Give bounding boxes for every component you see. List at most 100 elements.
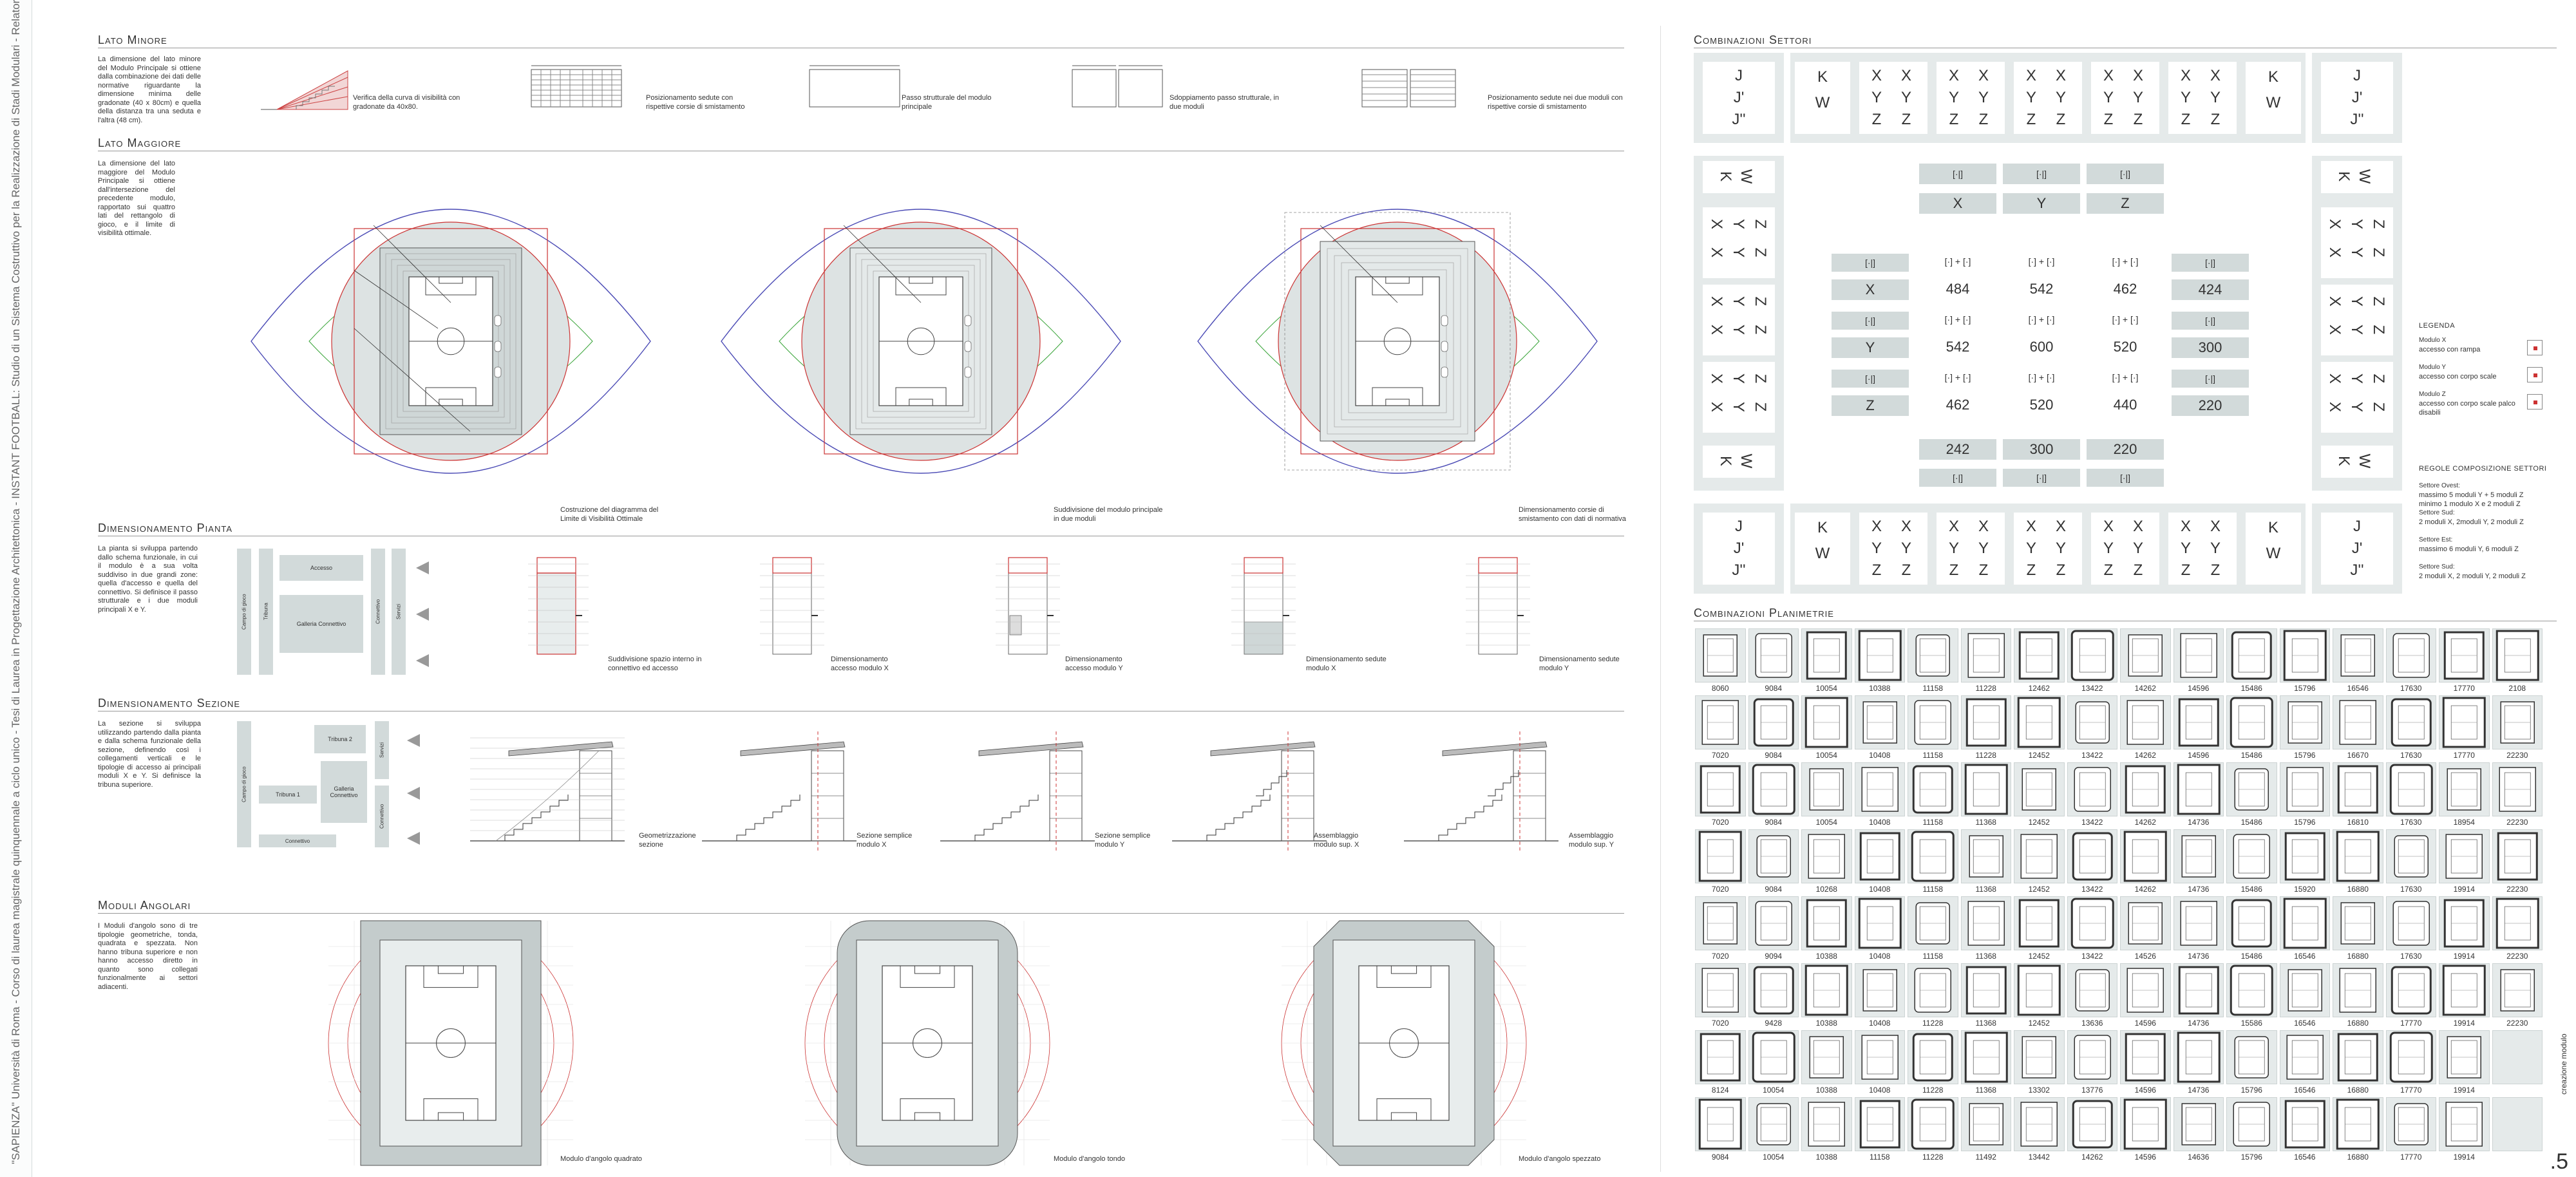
sector-cell — [2168, 62, 2237, 134]
sector-letter: W — [2356, 453, 2373, 469]
plan-capacity-label: 16546 — [2294, 1153, 2316, 1162]
module-icon-row: [·|] — [1832, 312, 1909, 330]
plan-thumbnail — [2279, 963, 2330, 1017]
sector-letter: K — [2268, 68, 2278, 86]
sector-cell — [2014, 513, 2082, 585]
stadium-plan-icon — [2500, 969, 2535, 1012]
plan-thumbnail — [2439, 1097, 2490, 1151]
caption-section-y: Sezione semplice modulo Y — [1095, 832, 1151, 849]
sector-letter: Y — [2180, 89, 2191, 106]
sector-letter: Y — [2103, 89, 2114, 106]
module-icon — [2527, 394, 2543, 410]
stadium-plan-icon — [2443, 899, 2485, 948]
plan-capacity-label: 10408 — [1869, 885, 1891, 894]
plan-thumbnail — [2279, 1030, 2330, 1084]
schema-galleria: Galleria Connettivo — [321, 761, 367, 823]
stadium-plan-icon — [2443, 631, 2485, 680]
plan-capacity-label: 17630 — [2400, 885, 2422, 894]
plan-capacity-label: 10408 — [1869, 751, 1891, 760]
caption-section-geometry: Geometrizzazione sezione — [639, 832, 696, 849]
plan-capacity-label: 17770 — [2453, 751, 2475, 760]
sector-letter: X — [2103, 518, 2114, 535]
stadium-plan-icon — [2233, 834, 2270, 879]
caption-aisle-dimension: Dimensionamento corsie di smistamento co… — [1519, 506, 1626, 523]
schema-sedute: Tribuna — [259, 549, 273, 675]
plan-capacity-label: 11158 — [1922, 885, 1944, 894]
lato-maggiore-text: La dimensione del lato maggiore del Modu… — [98, 160, 175, 237]
caption-seats-two-modules: Posizionamento sedute nei due moduli con… — [1488, 94, 1623, 111]
sector-letter: Y — [1871, 540, 1882, 557]
sector-letter: X — [2055, 518, 2066, 535]
plan-capacity-label: 14636 — [2188, 1153, 2210, 1162]
sum-value: 600 — [2029, 339, 2054, 355]
sector-letter: Z — [1949, 561, 1959, 579]
plan-thumbnail — [1854, 963, 1905, 1017]
plan-capacity-label: 8060 — [1711, 684, 1729, 693]
plan-capacity-label: 22230 — [2506, 751, 2528, 760]
plan-thumbnail — [2333, 695, 2383, 749]
sum-value: 542 — [2029, 281, 2054, 297]
sum-value: 440 — [2113, 397, 2137, 413]
module-icon — [2527, 367, 2543, 382]
sector-side-cell — [2321, 207, 2393, 278]
plan-thumbnail — [2226, 1030, 2277, 1084]
caption-visibility: Verifica della curva di visibilità con g… — [353, 94, 460, 111]
sector-letter: Y — [2132, 89, 2143, 106]
stadium-plan-icon — [2233, 1102, 2270, 1147]
plan-capacity-label: 15796 — [2294, 751, 2316, 760]
sector-letter: K — [2268, 519, 2278, 536]
module-icon-bottom: [·|] — [2003, 469, 2080, 487]
sector-letter: Z — [2056, 561, 2066, 579]
caption-corner-square: Modulo d'angolo quadrato — [560, 1155, 642, 1163]
plan-thumbnail — [1748, 963, 1799, 1017]
stadium-plan-icon — [2180, 901, 2217, 946]
plan-capacity-label: 13422 — [2081, 818, 2103, 827]
plan-thumbnail — [2439, 963, 2490, 1017]
plan-thumbnail — [1854, 1097, 1905, 1151]
sector-letter: Y — [2348, 218, 2365, 229]
stadium-plan-icon — [1912, 765, 1953, 814]
plan-thumbnail — [2279, 762, 2330, 816]
stadium-plan-icon — [1756, 835, 1791, 878]
sector-cell — [1795, 62, 1850, 134]
plan-capacity-label: 19914 — [2453, 1086, 2475, 1095]
sector-letter: Z — [2133, 561, 2143, 579]
plan-thumbnail — [2333, 1097, 2383, 1151]
plan-capacity-label: 9084 — [1765, 684, 1783, 693]
sector-letter: K — [2335, 455, 2353, 466]
sector-side-cell — [1703, 362, 1775, 433]
corner-letter: J' — [2351, 89, 2363, 106]
sector-letter: Z — [2210, 561, 2221, 579]
stadium-plan-icon — [2496, 630, 2539, 681]
stadium-plan-icon — [1861, 1035, 1899, 1080]
stadium-plan-icon — [1915, 902, 1950, 945]
plan-capacity-label: 7020 — [1711, 818, 1729, 827]
rule-item: Settore Sud:2 moduli X, 2moduli Y, 2 mod… — [2419, 509, 2548, 527]
stadium-plan-icon — [2445, 834, 2483, 879]
stadium-plan-icon — [2022, 768, 2056, 811]
plan-capacity-label: 10054 — [1763, 1153, 1785, 1162]
sector-letter: X — [2180, 518, 2191, 535]
plan-thumbnail — [1854, 829, 1905, 883]
plan-thumbnail — [1801, 695, 1852, 749]
plan-thumbnail — [1748, 829, 1799, 883]
plan-thumbnail — [2173, 762, 2224, 816]
stadium-plan-icon — [2447, 1036, 2481, 1078]
stadium-plan-icon — [1809, 1036, 1844, 1078]
sector-cell — [1937, 62, 2005, 134]
plan-capacity-label: 9084 — [1711, 1153, 1729, 1162]
plan-capacity-label: 16880 — [2347, 1086, 2369, 1095]
stadium-plan-icon — [2126, 700, 2164, 745]
sector-letter: Z — [1752, 373, 1769, 384]
sector-letter: Z — [1871, 111, 1882, 128]
plan-thumbnail — [2226, 963, 2277, 1017]
sector-letter: X — [1708, 324, 1725, 335]
corner-letter: J'' — [1732, 561, 1746, 579]
plan-capacity-label: 13422 — [2081, 751, 2103, 760]
plan-capacity-label: 12452 — [2028, 751, 2050, 760]
sector-letter: Z — [2103, 561, 2114, 579]
plan-capacity-label: 14262 — [2081, 1153, 2103, 1162]
sector-letter: Y — [2210, 540, 2221, 557]
plan-capacity-label: 14736 — [2188, 952, 2210, 961]
sector-letter: X — [2025, 67, 2036, 84]
